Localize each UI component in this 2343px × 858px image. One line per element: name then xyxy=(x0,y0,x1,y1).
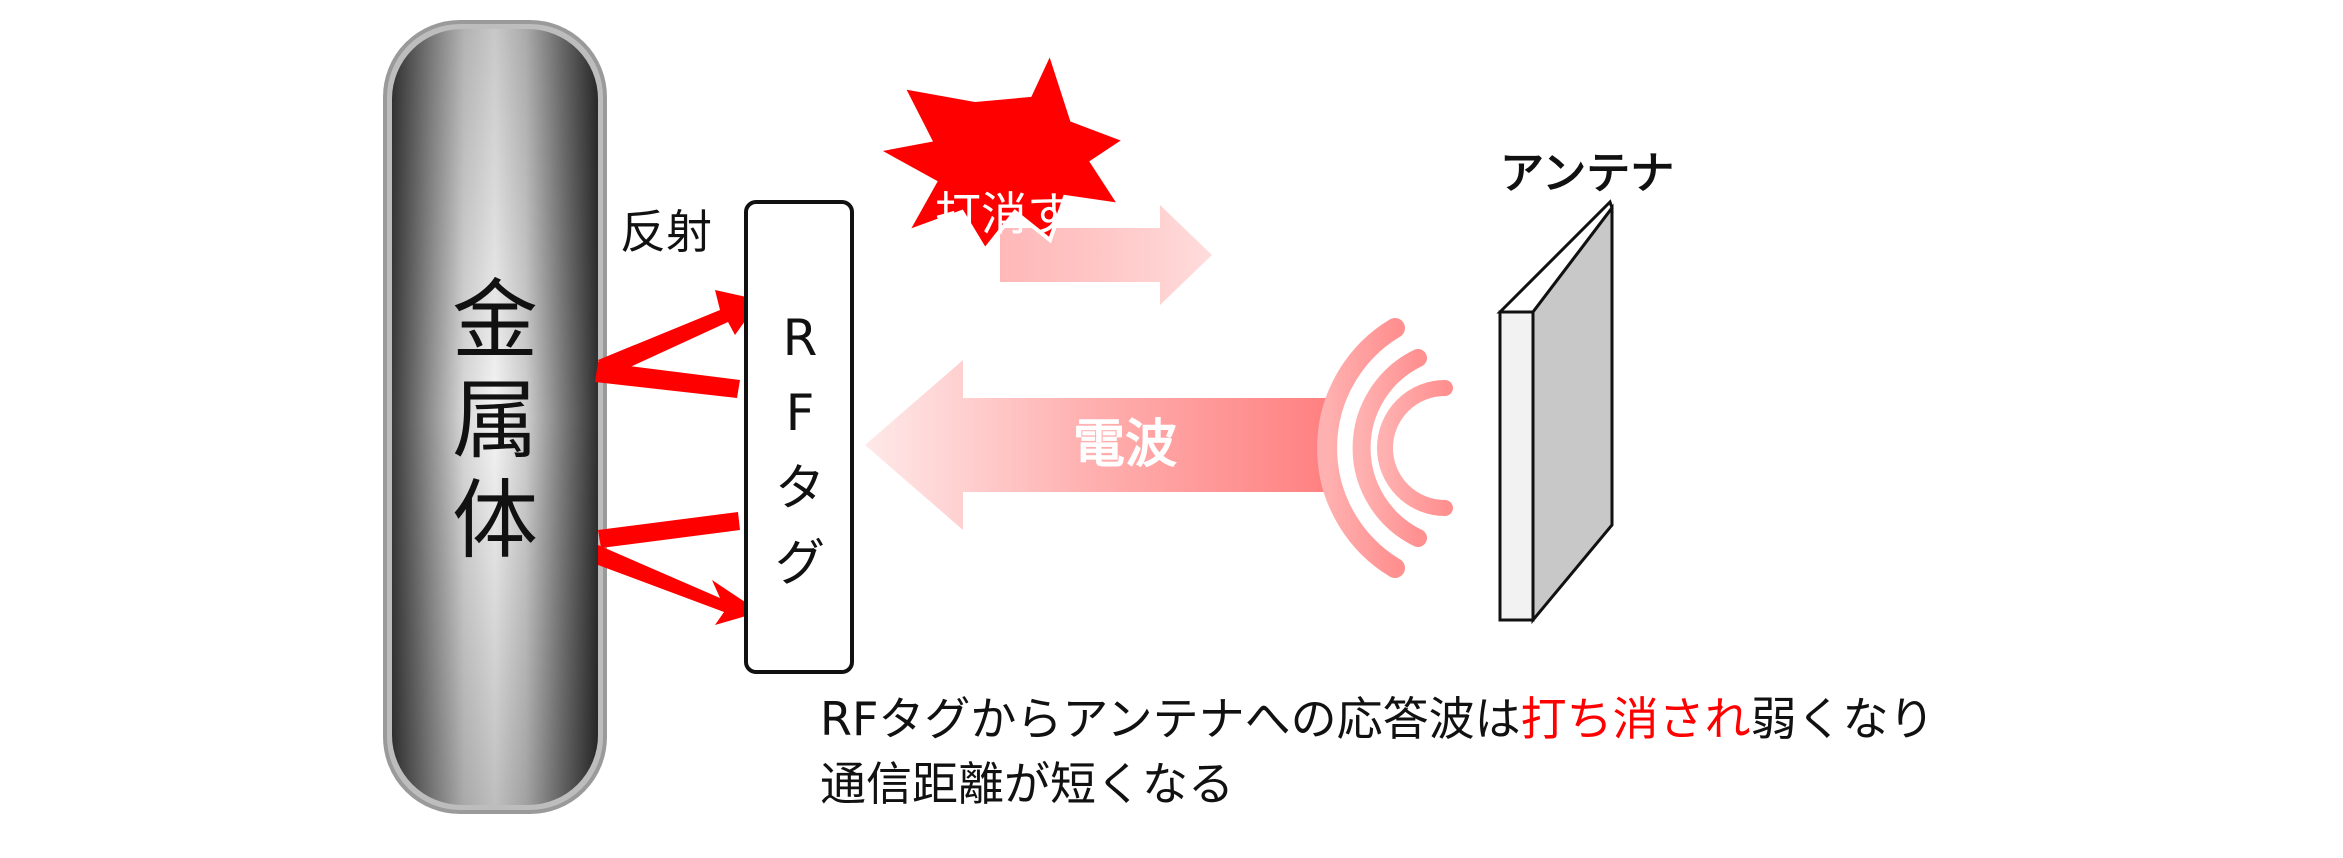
reflect-arrow-lower-in xyxy=(598,512,740,548)
burst-label: 打消す xyxy=(935,187,1073,241)
rf-tag-box xyxy=(744,200,854,674)
antenna-label: アンテナ xyxy=(1500,148,1674,199)
radio-wave-arrow: 電波 xyxy=(865,360,1330,530)
reflect-arrow-upper-out xyxy=(598,290,760,378)
reflection-arrows xyxy=(595,290,760,625)
signal-arc-3 xyxy=(1317,318,1405,578)
caption-line1-before: RFタグからアンテナへの応答波は xyxy=(820,692,1521,746)
signal-arc-1 xyxy=(1377,380,1453,516)
explosion-burst-icon xyxy=(871,46,1130,254)
reflection-label: 反射 xyxy=(620,205,712,259)
antenna-panel-icon xyxy=(1498,310,1535,622)
signal-arc-2 xyxy=(1352,349,1427,547)
metal-plate-shade xyxy=(392,29,598,805)
reflect-arrow-lower-out xyxy=(598,545,760,625)
radio-wave-label: 電波 xyxy=(1073,415,1177,475)
metal-label-char-3: 体 xyxy=(452,471,538,571)
metal-label-char-1: 金 xyxy=(452,271,538,371)
metal-plate: 金 属 体 xyxy=(383,20,607,814)
rf-tag: R F タ グ xyxy=(744,200,854,674)
metal-label-char-2: 属 xyxy=(452,371,538,471)
signal-waves-icon xyxy=(1317,318,1453,578)
rf-tag-char-gu: グ xyxy=(775,534,825,592)
reflect-arrow-upper-in xyxy=(595,362,740,398)
antenna: アンテナ xyxy=(1496,148,1674,625)
caption-line1-after: 弱くなり xyxy=(1751,692,1935,746)
caption-line-2: 通信距離が短くなる xyxy=(820,757,1234,811)
rf-tag-char-f: F xyxy=(786,384,815,442)
cancel-burst: 打消す xyxy=(871,46,1130,254)
rf-tag-char-r: R xyxy=(783,309,818,367)
caption-line-1: RFタグからアンテナへの応答波は打ち消され弱くなり xyxy=(820,692,1935,746)
rf-tag-char-ta: タ xyxy=(775,459,825,517)
caption-line1-highlight: 打ち消され xyxy=(1521,692,1751,746)
radio-wave-arrow-shape xyxy=(865,360,1330,530)
